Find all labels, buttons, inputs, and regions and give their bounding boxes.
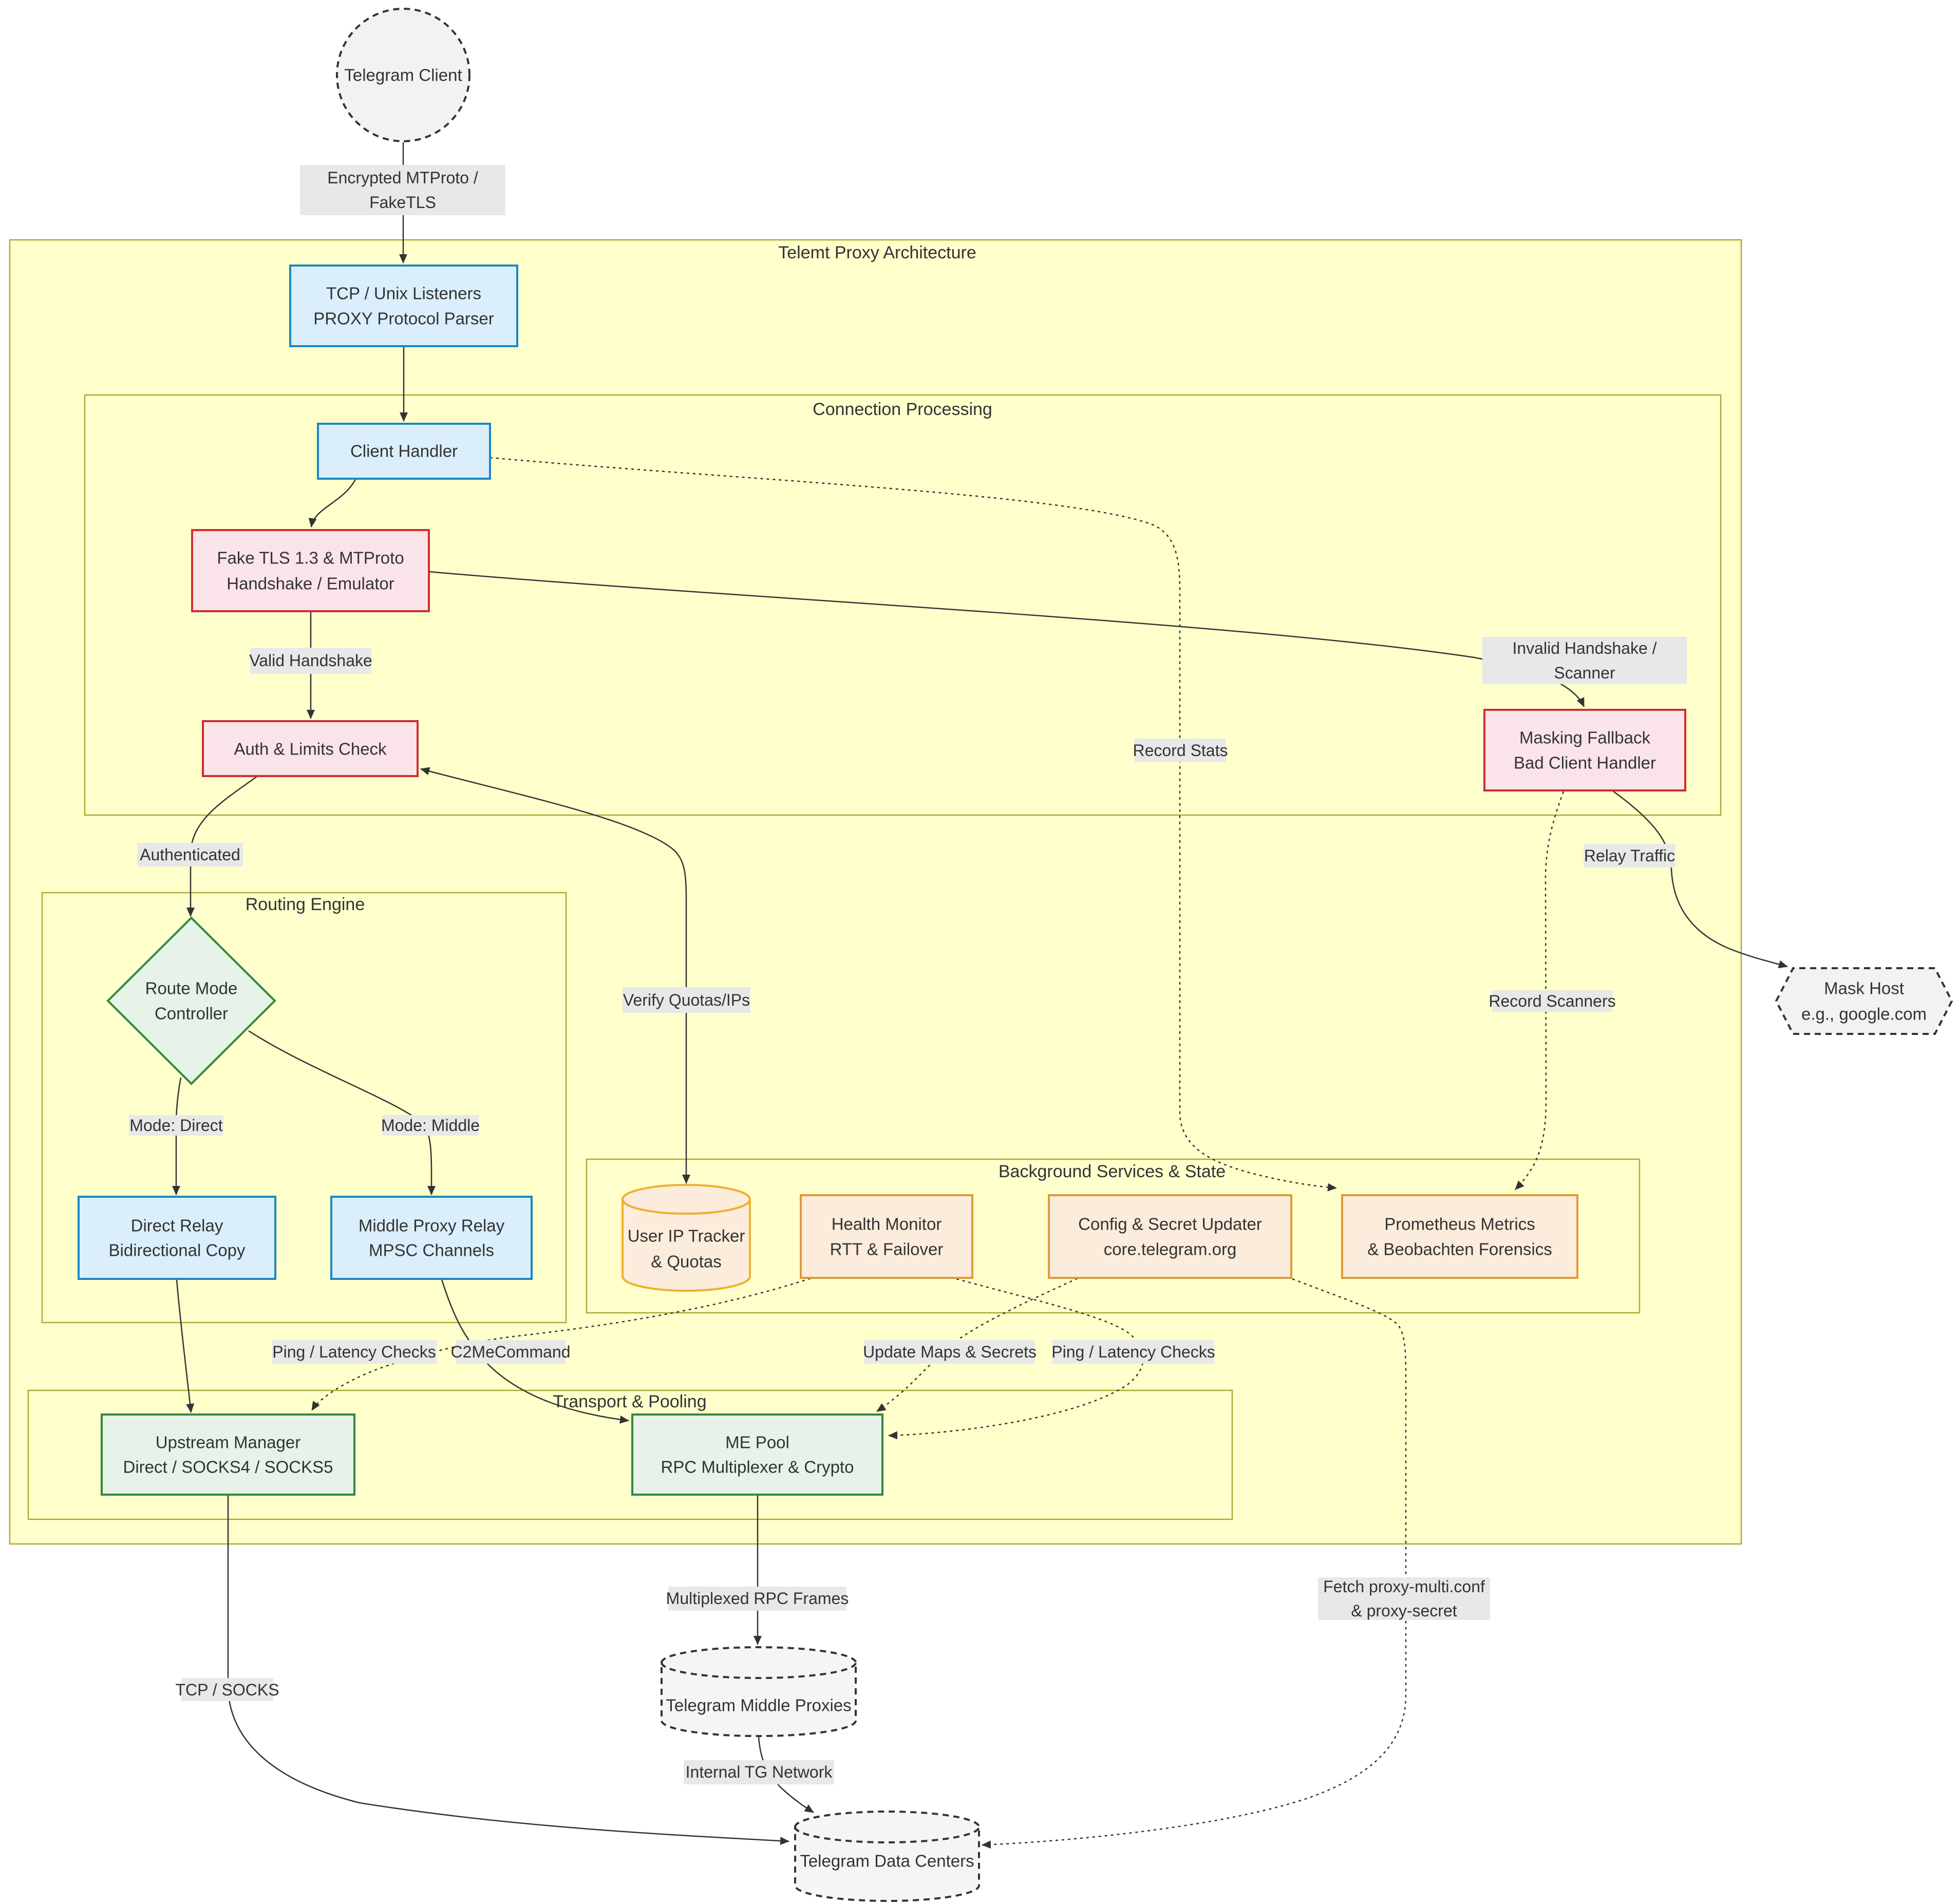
svg-text:Telemt Proxy Architecture: Telemt Proxy Architecture xyxy=(778,243,976,262)
svg-text:Valid Handshake: Valid Handshake xyxy=(249,651,372,670)
svg-text:Mask Host: Mask Host xyxy=(1824,979,1904,998)
svg-text:Controller: Controller xyxy=(155,1004,228,1023)
svg-text:Bad Client Handler: Bad Client Handler xyxy=(1514,753,1656,772)
svg-text:Middle Proxy Relay: Middle Proxy Relay xyxy=(359,1216,505,1235)
svg-text:Client Handler: Client Handler xyxy=(350,442,458,461)
svg-text:Transport & Pooling: Transport & Pooling xyxy=(553,1392,706,1411)
svg-text:PROXY Protocol Parser: PROXY Protocol Parser xyxy=(313,309,494,328)
svg-text:Internal TG Network: Internal TG Network xyxy=(686,1763,833,1781)
svg-text:Encrypted MTProto /: Encrypted MTProto / xyxy=(327,168,478,187)
svg-text:Authenticated: Authenticated xyxy=(140,845,240,864)
svg-text:TCP / Unix Listeners: TCP / Unix Listeners xyxy=(326,284,481,303)
svg-text:Scanner: Scanner xyxy=(1554,664,1615,682)
svg-text:Multiplexed RPC Frames: Multiplexed RPC Frames xyxy=(666,1589,849,1608)
svg-text:Masking Fallback: Masking Fallback xyxy=(1519,728,1650,747)
svg-text:Invalid Handshake /: Invalid Handshake / xyxy=(1512,639,1656,657)
svg-text:Upstream Manager: Upstream Manager xyxy=(156,1433,300,1452)
svg-text:ME Pool: ME Pool xyxy=(725,1433,789,1452)
svg-text:Routing Engine: Routing Engine xyxy=(246,895,365,914)
svg-text:Connection Processing: Connection Processing xyxy=(813,400,992,419)
svg-text:Bidirectional Copy: Bidirectional Copy xyxy=(109,1241,246,1260)
svg-text:Route Mode: Route Mode xyxy=(145,979,238,998)
svg-text:Fetch proxy-multi.conf: Fetch proxy-multi.conf xyxy=(1323,1577,1485,1596)
svg-text:& proxy-secret: & proxy-secret xyxy=(1351,1601,1457,1620)
svg-text:e.g., google.com: e.g., google.com xyxy=(1801,1005,1927,1024)
svg-text:Mode: Middle: Mode: Middle xyxy=(381,1116,480,1135)
svg-text:core.telegram.org: core.telegram.org xyxy=(1104,1240,1237,1259)
svg-text:Record Stats: Record Stats xyxy=(1133,741,1228,760)
svg-text:Prometheus Metrics: Prometheus Metrics xyxy=(1384,1215,1535,1234)
svg-text:Fake TLS 1.3 & MTProto: Fake TLS 1.3 & MTProto xyxy=(217,549,404,568)
svg-text:MPSC Channels: MPSC Channels xyxy=(369,1241,494,1260)
svg-text:Telegram Data Centers: Telegram Data Centers xyxy=(800,1852,974,1871)
svg-text:RPC Multiplexer & Crypto: RPC Multiplexer & Crypto xyxy=(661,1458,854,1477)
svg-text:& Quotas: & Quotas xyxy=(651,1252,722,1271)
svg-text:Ping / Latency Checks: Ping / Latency Checks xyxy=(1051,1343,1215,1361)
svg-text:Telegram Client: Telegram Client xyxy=(344,66,462,85)
svg-text:Record Scanners: Record Scanners xyxy=(1489,992,1615,1010)
svg-text:Update Maps & Secrets: Update Maps & Secrets xyxy=(863,1343,1037,1361)
svg-text:Verify Quotas/IPs: Verify Quotas/IPs xyxy=(623,991,750,1009)
svg-text:Config & Secret Updater: Config & Secret Updater xyxy=(1078,1215,1262,1234)
svg-text:Mode: Direct: Mode: Direct xyxy=(129,1116,223,1135)
svg-text:FakeTLS: FakeTLS xyxy=(369,193,436,212)
svg-text:Direct Relay: Direct Relay xyxy=(131,1216,223,1235)
svg-text:Ping / Latency Checks: Ping / Latency Checks xyxy=(272,1343,436,1361)
svg-text:Health Monitor: Health Monitor xyxy=(832,1215,942,1234)
svg-text:Direct / SOCKS4 / SOCKS5: Direct / SOCKS4 / SOCKS5 xyxy=(123,1458,333,1477)
svg-text:Telegram Middle Proxies: Telegram Middle Proxies xyxy=(666,1696,851,1715)
svg-text:User IP Tracker: User IP Tracker xyxy=(628,1227,745,1246)
svg-text:& Beobachten Forensics: & Beobachten Forensics xyxy=(1367,1240,1552,1259)
svg-text:Auth & Limits Check: Auth & Limits Check xyxy=(234,740,387,759)
svg-text:Handshake / Emulator: Handshake / Emulator xyxy=(227,574,394,593)
svg-text:TCP / SOCKS: TCP / SOCKS xyxy=(175,1681,279,1699)
svg-text:Background Services & State: Background Services & State xyxy=(999,1162,1226,1181)
svg-text:Relay Traffic: Relay Traffic xyxy=(1584,846,1675,865)
svg-text:C2MeCommand: C2MeCommand xyxy=(451,1343,571,1361)
svg-text:RTT & Failover: RTT & Failover xyxy=(830,1240,944,1259)
